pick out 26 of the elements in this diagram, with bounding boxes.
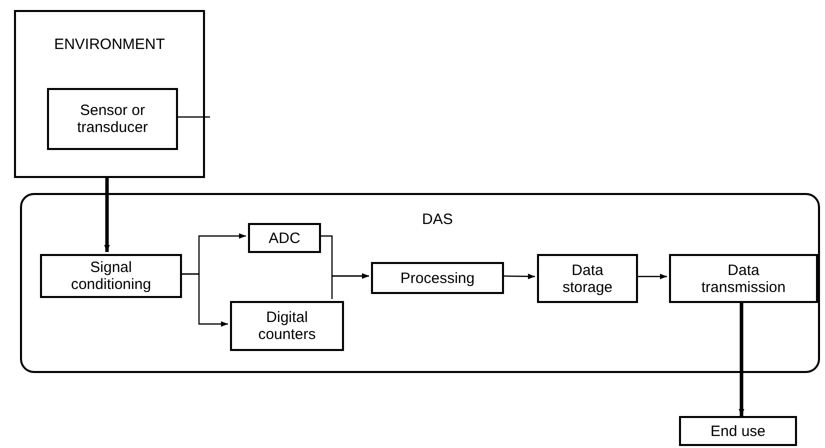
group-heading: DAS [422, 210, 453, 230]
box-label: ADC [268, 230, 302, 246]
process-box [230, 301, 344, 351]
connector-arrow [104, 178, 110, 252]
connector-arrow [331, 273, 369, 299]
process-box [669, 254, 818, 303]
connector-arrow [738, 301, 744, 416]
box-label: Data transmission [700, 262, 787, 296]
process-box [537, 254, 638, 303]
box-label: Signal conditioning [70, 259, 152, 293]
box-label: Data storage [561, 262, 614, 296]
group-box [20, 193, 820, 373]
connector-arrow [502, 274, 535, 280]
connector-arrow [180, 273, 228, 327]
box-label: Processing [399, 270, 476, 286]
process-box [371, 262, 504, 294]
process-box [248, 223, 321, 253]
group-heading: ENVIRONMENT [53, 35, 166, 55]
process-box [679, 416, 797, 446]
process-box [40, 254, 182, 298]
box-label: Digital counters [257, 309, 317, 343]
process-box [47, 88, 178, 150]
connector-arrow [636, 274, 667, 280]
box-label: End use [709, 422, 767, 440]
group-box [14, 10, 205, 178]
box-label: Sensor or transducer [76, 102, 149, 136]
